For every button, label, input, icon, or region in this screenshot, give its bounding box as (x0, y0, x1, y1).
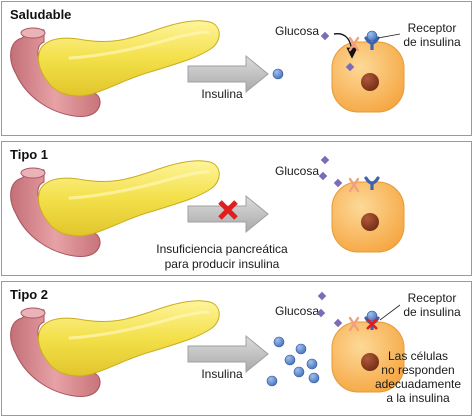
receptor-label: Receptor (408, 291, 457, 305)
cell-icon (331, 181, 405, 253)
arrow-label: para producir insulina (165, 257, 280, 271)
glucose-channel-icon (348, 177, 360, 193)
insulin-receptor-icon (364, 176, 380, 190)
receptor-label: Receptor (408, 21, 457, 35)
glucose-molecule-icon (320, 31, 330, 41)
insulin-molecule-icon (272, 68, 284, 80)
arrow-label: Insuficiencia pancreática (156, 242, 288, 256)
cell-note: adecuadamente (375, 377, 461, 391)
cell-note: a la insulina (386, 391, 450, 405)
arrow-label: Insulina (201, 367, 243, 381)
panel-title: Tipo 2 (10, 287, 48, 302)
insulin-molecule-icon (273, 336, 285, 348)
glucose-label: Glucosa (275, 24, 319, 38)
receptor-label: de insulina (403, 35, 461, 49)
glucose-entry-arrow (333, 33, 358, 59)
glucose-molecule-icon (333, 178, 343, 188)
glucose-molecule-icon (317, 291, 327, 301)
cell-note: no responden (381, 363, 454, 377)
panel-title: Tipo 1 (10, 147, 48, 162)
nucleus-icon (361, 73, 379, 91)
panel-title: Saludable (10, 7, 71, 22)
insulin-molecule-icon (308, 372, 320, 384)
cell-icon (331, 321, 405, 393)
glucose-channel-icon (348, 36, 360, 52)
pancreas-icon (10, 20, 220, 117)
insulin-molecule-icon (306, 358, 318, 370)
insulin-receptor-icon (364, 36, 380, 50)
arrow-label: Insulina (201, 87, 243, 101)
receptor-pointer (377, 33, 401, 39)
nucleus-icon (361, 353, 379, 371)
glucose-molecule-icon (345, 62, 355, 72)
receptor-label: de insulina (403, 305, 461, 319)
process-arrow (187, 194, 269, 234)
receptor-block-x-icon (366, 318, 378, 330)
glucose-molecule-icon (320, 155, 330, 165)
pancreas-icon (10, 160, 220, 257)
pancreas-icon (10, 300, 220, 397)
process-arrow (187, 54, 269, 94)
glucose-molecule-icon (316, 308, 326, 318)
insulin-molecule-icon (266, 375, 278, 387)
glucose-label: Glucosa (275, 304, 319, 318)
nucleus-icon (361, 213, 379, 231)
insulin-molecule-icon (293, 366, 305, 378)
block-x-icon (218, 200, 238, 220)
process-arrow (187, 334, 269, 374)
cell-icon (331, 41, 405, 113)
glucose-label: Glucosa (275, 164, 319, 178)
glucose-channel-icon (348, 316, 360, 332)
insulin-molecule-icon (295, 343, 307, 355)
insulin-molecule-icon (284, 354, 296, 366)
insulin-molecule-icon (366, 310, 378, 322)
glucose-molecule-icon (333, 318, 343, 328)
receptor-pointer (379, 304, 401, 321)
cell-note: Las células (388, 349, 448, 363)
glucose-molecule-icon (318, 171, 328, 181)
insulin-molecule-icon (366, 30, 378, 42)
